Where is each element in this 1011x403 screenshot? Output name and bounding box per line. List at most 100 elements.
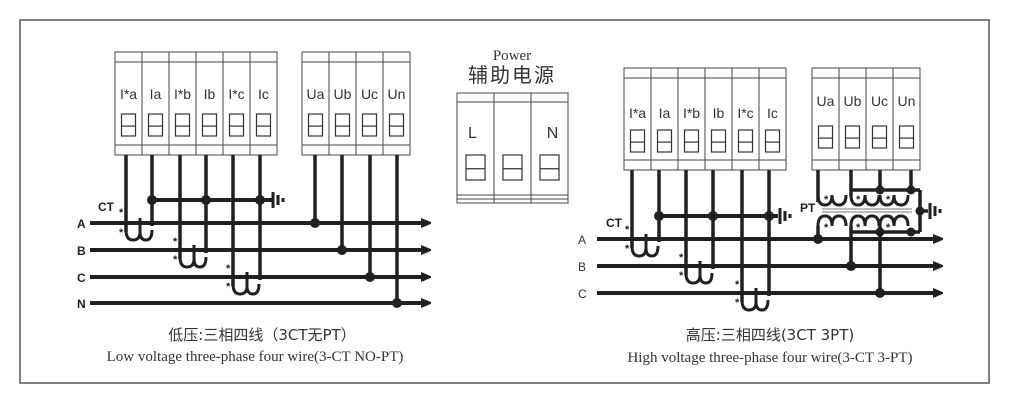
screw-terminal-icon <box>844 125 861 149</box>
screw-terminal-icon <box>539 154 560 181</box>
power-title-cn: 辅助电源 <box>468 63 556 87</box>
screw-terminal-icon <box>737 129 754 153</box>
left-wiring <box>90 155 423 308</box>
left-current-terminal: I*a <box>114 51 143 156</box>
right-phase-label-a: A <box>578 233 586 247</box>
polarity-mark: * <box>886 194 891 206</box>
right-current-terminal: I*a <box>623 67 652 171</box>
left-current-terminal-label: Ib <box>204 86 216 102</box>
right-current-terminal: I*c <box>731 67 760 171</box>
right-caption-cn: 高压:三相四线(3CT 3PT) <box>686 326 854 344</box>
right-pt-ground-icon <box>920 203 942 219</box>
screw-terminal-icon <box>120 113 137 137</box>
left-phase-label-n: N <box>77 297 86 311</box>
right-current-terminal: Ib <box>704 67 733 171</box>
screw-terminal-icon <box>147 113 164 137</box>
left-current-terminal-label: Ia <box>150 86 162 102</box>
right-phase-label-c: C <box>578 287 587 301</box>
screw-terminal-icon <box>898 125 915 149</box>
left-caption-en: Low voltage three-phase four wire(3-CT N… <box>107 349 404 365</box>
polarity-mark: * <box>856 222 861 234</box>
right-voltage-terminal-label: Un <box>898 93 916 109</box>
polarity-mark: * <box>886 222 891 234</box>
left-caption-cn: 低压:三相四线（3CT无PT） <box>168 326 355 344</box>
polarity-mark: * <box>679 252 684 264</box>
power-title-en: Power <box>493 48 531 64</box>
right-voltage-terminal-label: Ua <box>817 93 835 109</box>
polarity-mark: * <box>226 281 231 293</box>
left-voltage-terminal: Un <box>382 51 411 156</box>
right-wiring <box>597 170 942 312</box>
right-current-terminal-block: I*a Ia I*b Ib I*c Ic <box>623 67 787 171</box>
screw-terminal-icon <box>656 129 673 153</box>
left-voltage-terminal-label: Uc <box>361 86 378 102</box>
screw-terminal-icon <box>817 125 834 149</box>
right-voltage-terminal: Uc <box>865 67 894 171</box>
polarity-mark: * <box>173 236 178 248</box>
polarity-mark: * <box>735 297 740 309</box>
screw-terminal-icon <box>361 113 378 137</box>
left-voltage-terminal-label: Ub <box>334 86 352 102</box>
right-pt-label: PT <box>800 201 816 215</box>
right-voltage-terminal: Ua <box>811 67 840 171</box>
right-voltage-terminal: Ub <box>838 67 867 171</box>
screw-terminal-icon <box>174 113 191 137</box>
polarity-mark: * <box>173 254 178 266</box>
right-current-terminal-label: Ic <box>767 105 778 121</box>
power-terminal-label: L <box>468 125 477 142</box>
right-current-terminal: Ia <box>650 67 679 171</box>
screw-terminal-icon <box>228 113 245 137</box>
power-terminal: N <box>530 92 569 204</box>
screw-terminal-icon <box>683 129 700 153</box>
left-phase-label-b: B <box>77 244 86 258</box>
right-current-terminal-label: Ib <box>713 105 725 121</box>
right-current-terminal-label: I*c <box>737 105 753 121</box>
left-current-terminal-label: I*c <box>228 86 244 102</box>
right-current-terminal-label: Ia <box>659 105 671 121</box>
polarity-mark: * <box>735 279 740 291</box>
power-terminal-label: N <box>547 125 559 142</box>
right-ct-ground-icon <box>778 208 792 224</box>
right-pt-transformers <box>816 170 942 293</box>
polarity-mark: * <box>824 222 829 234</box>
screw-terminal-icon <box>255 113 272 137</box>
right-current-terminal-label: I*a <box>629 105 646 121</box>
polarity-mark: * <box>226 263 231 275</box>
screw-terminal-icon <box>710 129 727 153</box>
left-voltage-terminal: Ua <box>301 51 330 156</box>
right-caption-en: High voltage three-phase four wire(3-CT … <box>627 350 912 366</box>
polarity-mark: * <box>824 194 829 206</box>
left-phase-label-a: A <box>77 217 86 231</box>
polarity-mark: * <box>119 227 124 239</box>
screw-terminal-icon <box>465 154 486 181</box>
right-ct-label: CT <box>606 216 623 230</box>
power-terminal: L <box>456 92 495 204</box>
right-voltage-terminal: Un <box>892 67 921 171</box>
left-voltage-terminal: Ub <box>328 51 357 156</box>
left-phase-label-c: C <box>77 271 86 285</box>
polarity-mark: * <box>679 270 684 282</box>
screw-terminal-icon <box>388 113 405 137</box>
left-voltage-terminal-label: Ua <box>307 86 325 102</box>
left-current-terminal: Ia <box>141 51 170 156</box>
left-current-terminal-block: I*a Ia I*b Ib I*c Ic <box>114 51 278 156</box>
right-phase-label-b: B <box>578 260 586 274</box>
left-current-terminal: Ic <box>249 51 278 156</box>
screw-terminal-icon <box>334 113 351 137</box>
left-current-terminal: I*b <box>168 51 197 156</box>
right-current-terminal-label: I*b <box>683 105 700 121</box>
screw-terminal-icon <box>871 125 888 149</box>
right-voltage-terminal-label: Ub <box>844 93 862 109</box>
left-current-terminal-label: I*b <box>174 86 191 102</box>
left-voltage-terminal: Uc <box>355 51 384 156</box>
left-current-terminal: Ib <box>195 51 224 156</box>
outer-frame <box>19 19 990 384</box>
screw-terminal-icon <box>502 154 523 181</box>
screw-terminal-icon <box>307 113 324 137</box>
polarity-mark: * <box>625 243 630 255</box>
left-current-terminal-label: Ic <box>258 86 269 102</box>
